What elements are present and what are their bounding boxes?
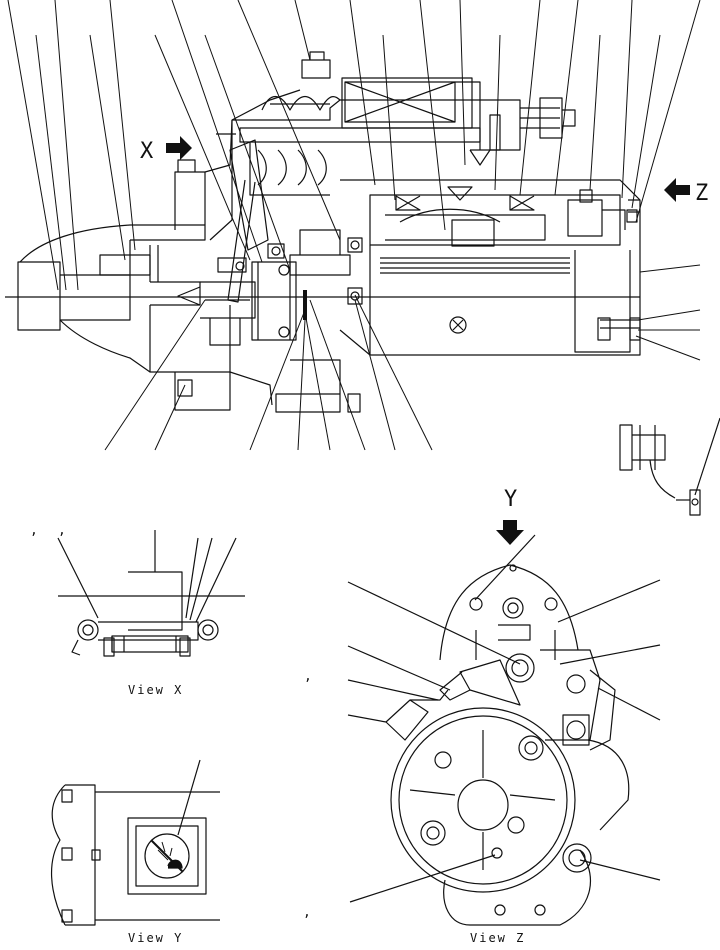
- left-arrow-icon: [664, 178, 690, 202]
- right-arrow-icon: [166, 136, 192, 160]
- view-z-caption: View Z: [470, 931, 525, 945]
- no-water-spray-icon: [144, 833, 190, 879]
- view-x-detail: [57, 530, 245, 657]
- terminal-detail: [619, 417, 720, 516]
- down-arrow-icon: [496, 520, 524, 545]
- comma-mark: ,: [30, 523, 38, 538]
- view-x-caption: View X: [128, 683, 183, 697]
- comma-mark: ,: [58, 523, 66, 538]
- comma-mark: ,: [304, 669, 312, 684]
- view-y-detail: [51, 759, 220, 926]
- arrow-y-label: Y: [504, 487, 517, 512]
- comma-mark: ,: [303, 905, 311, 920]
- view-y-caption: View Y: [128, 931, 183, 945]
- arrow-x-label: X: [140, 139, 154, 164]
- view-z-detail: [347, 534, 661, 926]
- arrow-z-label: Z: [695, 181, 708, 206]
- leader-lines-main: [7, 0, 701, 451]
- main-cross-section: [5, 51, 641, 413]
